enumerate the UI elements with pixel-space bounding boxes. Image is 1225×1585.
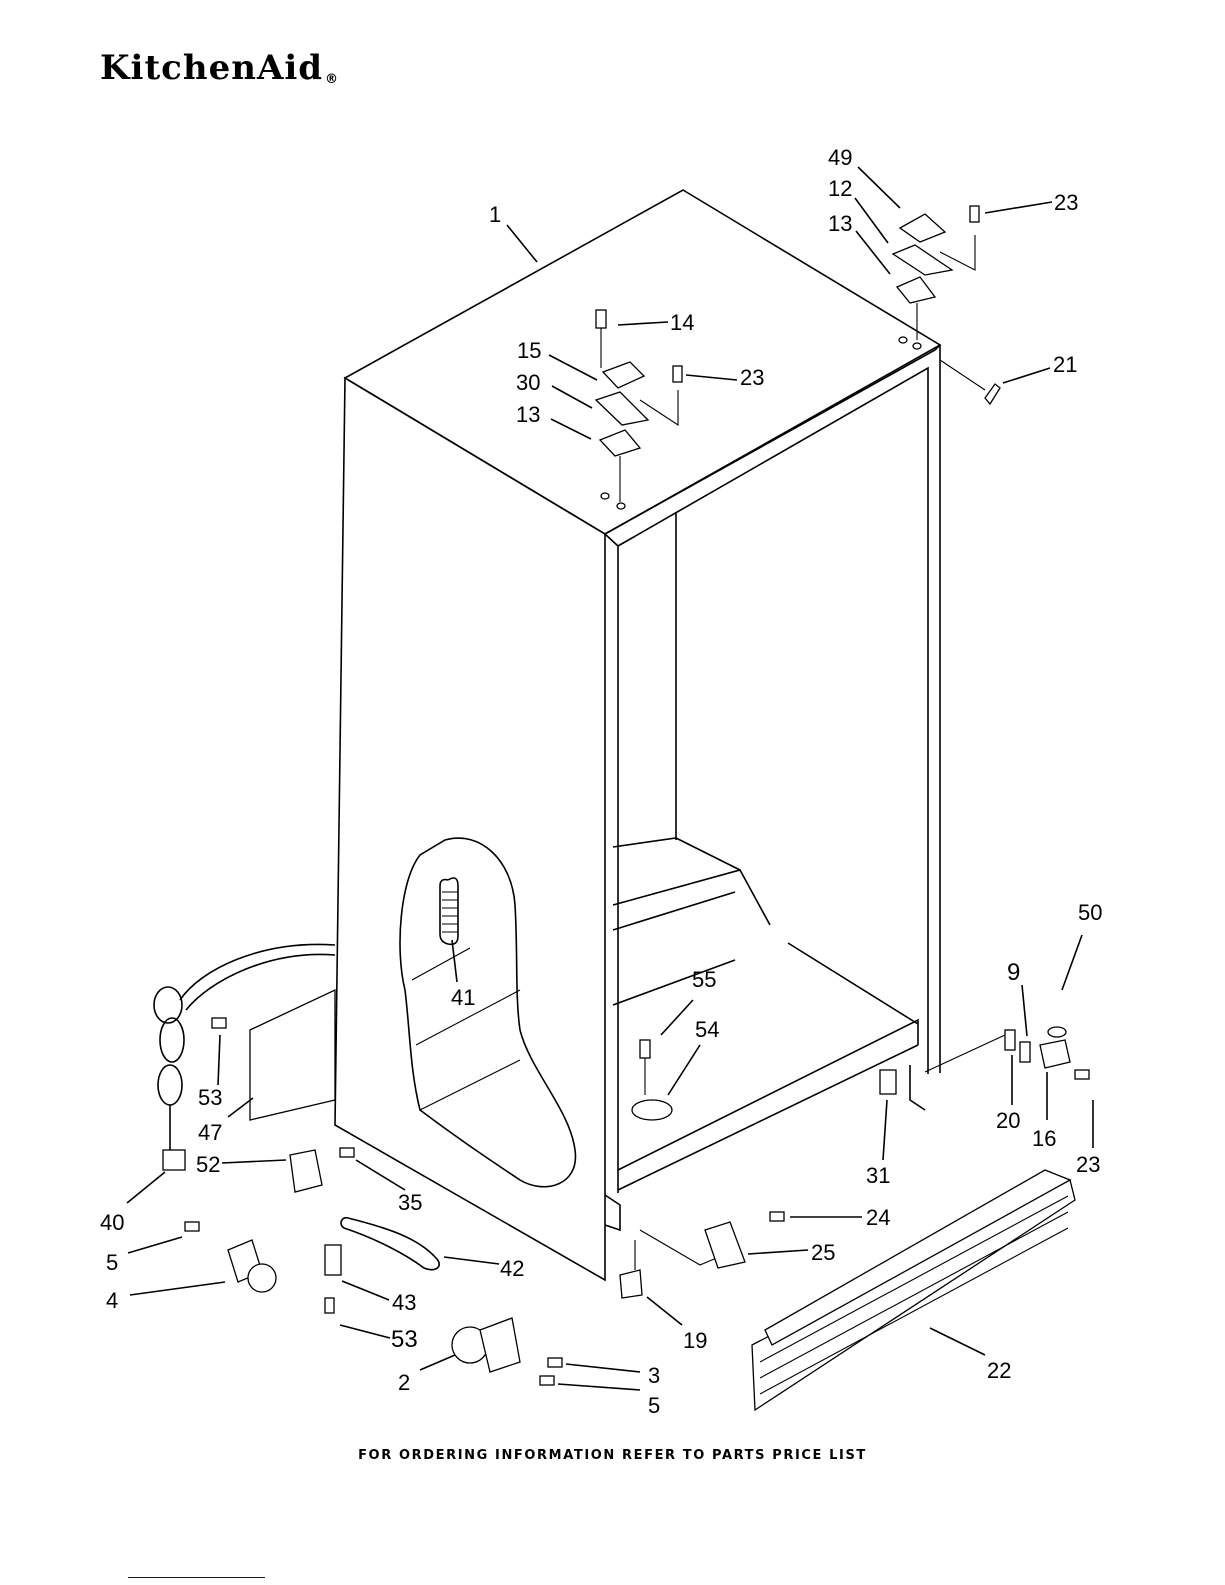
callout-21: 21 (1053, 352, 1077, 377)
callout-23-middle: 23 (740, 365, 764, 390)
callout-23-right: 23 (1076, 1152, 1100, 1177)
control-box-part (250, 990, 335, 1120)
callout-13-left: 13 (516, 402, 540, 427)
callout-30: 30 (516, 370, 540, 395)
callout-24: 24 (866, 1205, 890, 1230)
roller-assembly-front (452, 1318, 562, 1385)
callout-4: 4 (106, 1288, 118, 1313)
lower-hinge-right (925, 1027, 1089, 1079)
callout-22: 22 (987, 1358, 1011, 1383)
callout-16: 16 (1032, 1126, 1056, 1151)
callout-12: 12 (828, 176, 852, 201)
callout-3: 3 (648, 1363, 660, 1388)
drain-tube-part (341, 1218, 439, 1270)
callout-54: 54 (695, 1017, 719, 1042)
callout-53-lower: 53 (391, 1326, 418, 1353)
callout-49: 49 (828, 145, 852, 170)
heater-coil-part (440, 878, 458, 944)
callout-50: 50 (1078, 900, 1102, 925)
bracket-part (880, 1070, 896, 1094)
leader-lines (127, 167, 1093, 1390)
callout-14: 14 (670, 310, 694, 335)
callout-5-left: 5 (106, 1250, 118, 1275)
callout-2: 2 (398, 1370, 410, 1395)
callout-55: 55 (692, 967, 716, 992)
callout-43: 43 (392, 1290, 416, 1315)
page-link-stub[interactable] (128, 1577, 265, 1578)
clip-part (985, 384, 1000, 404)
callout-31: 31 (866, 1163, 890, 1188)
base-grille-part (752, 1170, 1075, 1410)
ordering-note: FOR ORDERING INFORMATION REFER TO PARTS … (0, 1448, 1225, 1463)
callout-20: 20 (996, 1108, 1020, 1133)
door-stop-part (632, 1040, 672, 1120)
callout-23-top: 23 (1054, 190, 1078, 215)
callout-53-upper: 53 (198, 1085, 222, 1110)
callout-40: 40 (100, 1210, 124, 1235)
callout-9: 9 (1007, 959, 1020, 986)
callout-35: 35 (398, 1190, 422, 1215)
callout-5-front: 5 (648, 1393, 660, 1418)
top-hinge-right (893, 206, 979, 349)
callout-1: 1 (489, 202, 501, 227)
roller-bracket-part (705, 1222, 745, 1268)
mounting-bracket-part (290, 1150, 322, 1192)
callout-15: 15 (517, 338, 541, 363)
callout-41: 41 (451, 985, 475, 1010)
callout-52: 52 (196, 1152, 220, 1177)
leveling-leg-part (620, 1270, 642, 1298)
callout-19: 19 (683, 1328, 707, 1353)
callout-42: 42 (500, 1256, 524, 1281)
callout-47: 47 (198, 1120, 222, 1145)
insulation-cutaway (400, 838, 575, 1187)
callout-13-right: 13 (828, 211, 852, 236)
top-hinge-left (596, 310, 682, 509)
roller-assembly-left (185, 1222, 276, 1292)
callout-25: 25 (811, 1240, 835, 1265)
